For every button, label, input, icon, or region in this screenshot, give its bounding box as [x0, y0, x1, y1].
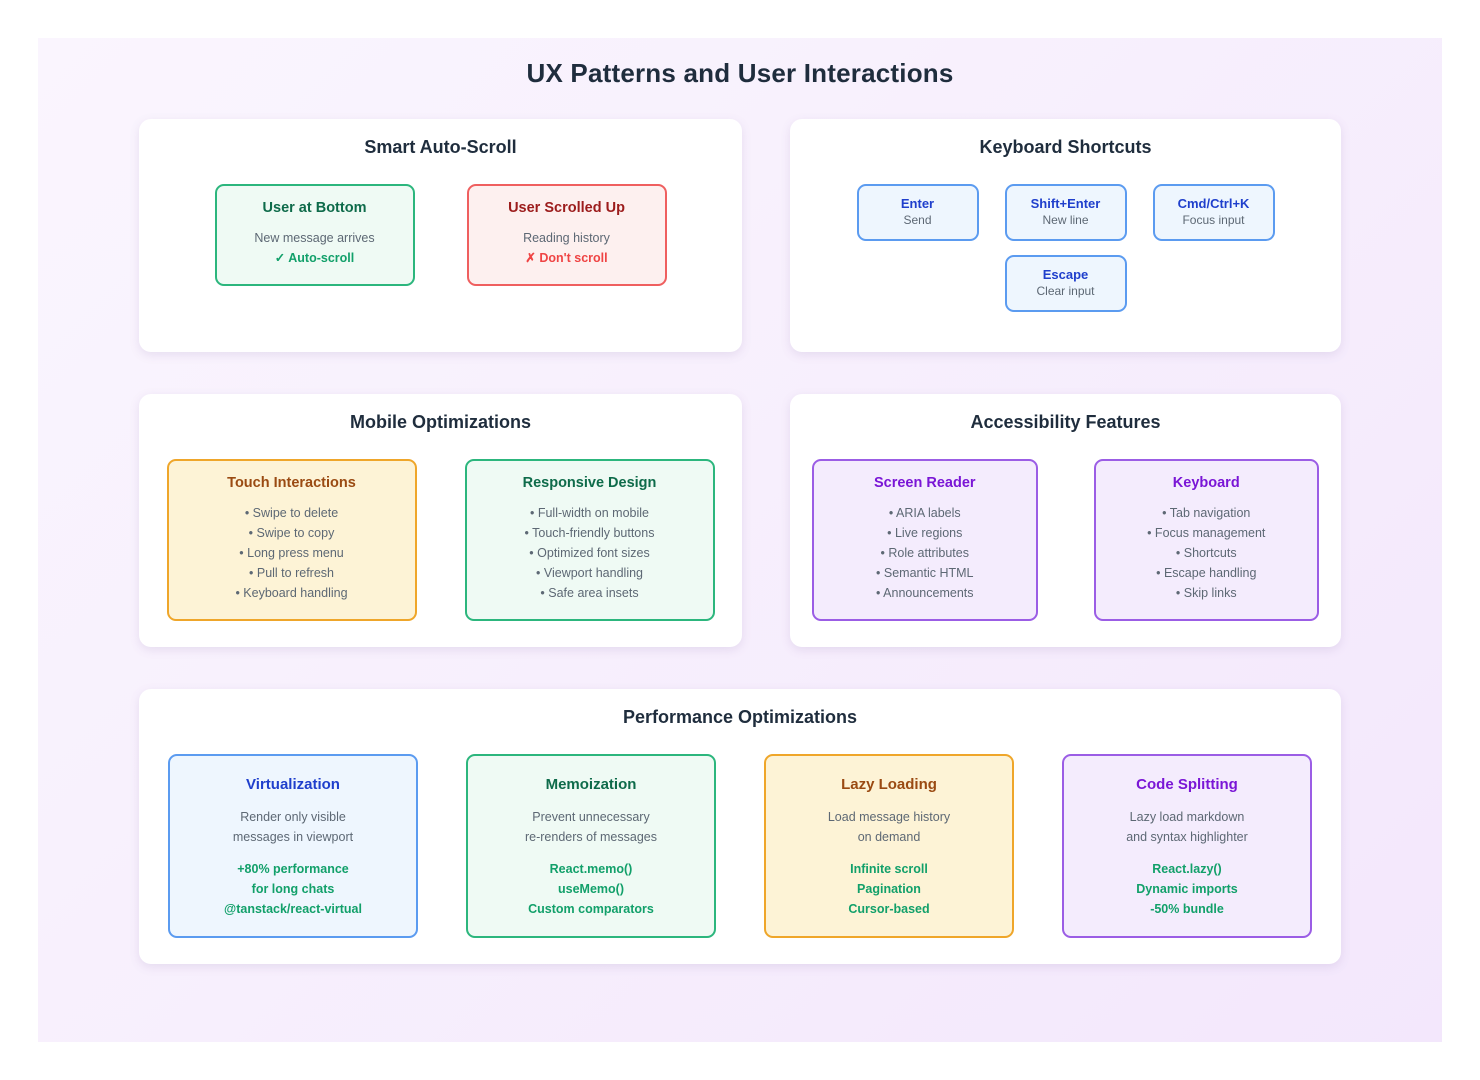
shortcut-key-shift-enter[interactable]: Shift+Enter New line — [1004, 184, 1127, 241]
feature-item: • Pull to refresh — [249, 566, 334, 580]
top-grid: Smart Auto-Scroll User at Bottom New mes… — [38, 119, 1442, 647]
shortcut-key-label: Cmd/Ctrl+K — [1177, 196, 1250, 211]
card-accessibility-features: Accessibility Features Screen Reader • A… — [790, 394, 1341, 647]
feature-item: • Swipe to delete — [244, 506, 339, 520]
perf-title: Lazy Loading — [841, 776, 937, 793]
perf-accent-line: Infinite scroll — [850, 862, 928, 876]
shortcut-key-enter[interactable]: Enter Send — [856, 184, 979, 241]
card-title-smart-auto-scroll: Smart Auto-Scroll — [364, 137, 517, 157]
perf-box-lazy-loading: Lazy Loading Load message history on dem… — [764, 754, 1014, 938]
perf-accent-line: for long chats — [251, 882, 335, 896]
spacer — [776, 847, 1002, 859]
card-title-keyboard-shortcuts: Keyboard Shortcuts — [979, 137, 1152, 157]
card-smart-auto-scroll: Smart Auto-Scroll User at Bottom New mes… — [139, 119, 742, 352]
state-box-user-at-bottom: User at Bottom New message arrives ✓ Aut… — [214, 184, 415, 286]
card-title-mobile-optimizations: Mobile Optimizations — [349, 412, 531, 432]
perf-title: Code Splitting — [1136, 776, 1238, 793]
shortcut-key-cmd-ctrl-k[interactable]: Cmd/Ctrl+K Focus input — [1152, 184, 1275, 241]
feature-item: • Keyboard handling — [235, 586, 348, 600]
feature-title: Touch Interactions — [227, 475, 356, 491]
perf-accent-line: +80% performance — [237, 862, 349, 876]
feature-box-keyboard: Keyboard • Tab navigation • Focus manage… — [1093, 459, 1319, 621]
card-title-accessibility-features: Accessibility Features — [970, 412, 1161, 432]
perf-box-memoization: Memoization Prevent unnecessary re-rende… — [466, 754, 716, 938]
feature-item: • Focus management — [1147, 526, 1266, 540]
shortcut-key-label: Escape — [1042, 267, 1089, 282]
feature-item: • Escape handling — [1156, 566, 1257, 580]
feature-item: • Role attributes — [880, 546, 969, 560]
shortcut-row-secondary: Escape Clear input — [812, 255, 1319, 312]
feature-item: • Viewport handling — [536, 566, 643, 580]
perf-accent-line: Cursor-based — [848, 902, 930, 916]
feature-box-screen-reader: Screen Reader • ARIA labels • Live regio… — [812, 459, 1038, 621]
perf-accent-line: React.memo() — [549, 862, 633, 876]
feature-item: • Full-width on mobile — [529, 506, 649, 520]
state-result-check-icon: ✓ Auto-scroll — [274, 251, 355, 265]
spacer — [1074, 847, 1300, 859]
perf-box-code-splitting: Code Splitting Lazy load markdown and sy… — [1062, 754, 1312, 938]
state-box-user-scrolled-up: User Scrolled Up Reading history ✗ Don't… — [466, 184, 667, 286]
performance-boxes: Virtualization Render only visible messa… — [161, 754, 1319, 938]
perf-accent-line: -50% bundle — [1150, 902, 1224, 916]
card-title-performance-optimizations: Performance Optimizations — [622, 707, 858, 727]
card-mobile-optimizations: Mobile Optimizations Touch Interactions … — [139, 394, 742, 647]
perf-desc-line: re-renders of messages — [524, 830, 657, 844]
perf-accent-line: useMemo() — [558, 882, 624, 896]
perf-desc-line: and syntax highlighter — [1126, 830, 1248, 844]
shortcut-row-primary: Enter Send Shift+Enter New line Cmd/Ctrl… — [812, 184, 1319, 241]
shortcut-key-desc: Clear input — [1036, 284, 1095, 298]
perf-title: Virtualization — [246, 776, 340, 793]
feature-item: • Safe area insets — [540, 586, 639, 600]
perf-accent-line: Pagination — [857, 882, 921, 896]
shortcut-key-escape[interactable]: Escape Clear input — [1004, 255, 1127, 312]
state-title: User Scrolled Up — [508, 200, 625, 216]
state-desc: Reading history — [523, 231, 610, 245]
feature-item: • Optimized font sizes — [529, 546, 650, 560]
feature-item: • Long press menu — [239, 546, 344, 560]
feature-title: Screen Reader — [873, 475, 976, 491]
mobile-boxes: Touch Interactions • Swipe to delete • S… — [161, 459, 720, 621]
auto-scroll-states: User at Bottom New message arrives ✓ Aut… — [161, 184, 720, 286]
feature-item: • Skip links — [1175, 586, 1237, 600]
feature-item: • ARIA labels — [888, 506, 961, 520]
shortcut-key-desc: Send — [903, 213, 932, 227]
perf-desc-line: Prevent unnecessary — [532, 810, 650, 824]
perf-box-virtualization: Virtualization Render only visible messa… — [168, 754, 418, 938]
shortcut-key-desc: New line — [1042, 213, 1089, 227]
feature-title: Keyboard — [1172, 475, 1240, 491]
feature-item: • Swipe to copy — [248, 526, 335, 540]
state-result-cross-icon: ✗ Don't scroll — [525, 251, 608, 265]
perf-desc-line: Load message history — [827, 810, 951, 824]
perf-accent-line: @tanstack/react-virtual — [224, 902, 362, 916]
feature-item: • Live regions — [887, 526, 963, 540]
shortcut-key-desc: Focus input — [1182, 213, 1245, 227]
shortcut-key-label: Enter — [900, 196, 935, 211]
feature-item: • Tab navigation — [1162, 506, 1251, 520]
feature-item: • Shortcuts — [1175, 546, 1237, 560]
card-performance-optimizations: Performance Optimizations Virtualization… — [139, 689, 1341, 964]
spacer — [478, 847, 704, 859]
feature-item: • Semantic HTML — [876, 566, 974, 580]
perf-accent-line: React.lazy() — [1152, 862, 1222, 876]
perf-accent-line: Custom comparators — [528, 902, 654, 916]
feature-box-responsive-design: Responsive Design • Full-width on mobile… — [464, 459, 715, 621]
spacer — [180, 847, 406, 859]
accessibility-boxes: Screen Reader • ARIA labels • Live regio… — [812, 459, 1319, 621]
page-title: UX Patterns and User Interactions — [526, 58, 954, 88]
perf-desc-line: Render only visible — [240, 810, 346, 824]
perf-title: Memoization — [545, 776, 637, 793]
feature-box-touch-interactions: Touch Interactions • Swipe to delete • S… — [166, 459, 417, 621]
feature-item: • Touch-friendly buttons — [524, 526, 655, 540]
feature-title: Responsive Design — [522, 475, 657, 491]
shortcut-key-label: Shift+Enter — [1030, 196, 1101, 211]
perf-desc-line: on demand — [857, 830, 921, 844]
card-keyboard-shortcuts: Keyboard Shortcuts Enter Send Shift+Ente… — [790, 119, 1341, 352]
feature-item: • Announcements — [876, 586, 974, 600]
state-title: User at Bottom — [262, 200, 367, 216]
state-desc: New message arrives — [254, 231, 375, 245]
perf-desc-line: messages in viewport — [232, 830, 354, 844]
perf-desc-line: Lazy load markdown — [1129, 810, 1245, 824]
perf-accent-line: Dynamic imports — [1136, 882, 1238, 896]
page-canvas: UX Patterns and User Interactions Smart … — [38, 38, 1442, 1042]
